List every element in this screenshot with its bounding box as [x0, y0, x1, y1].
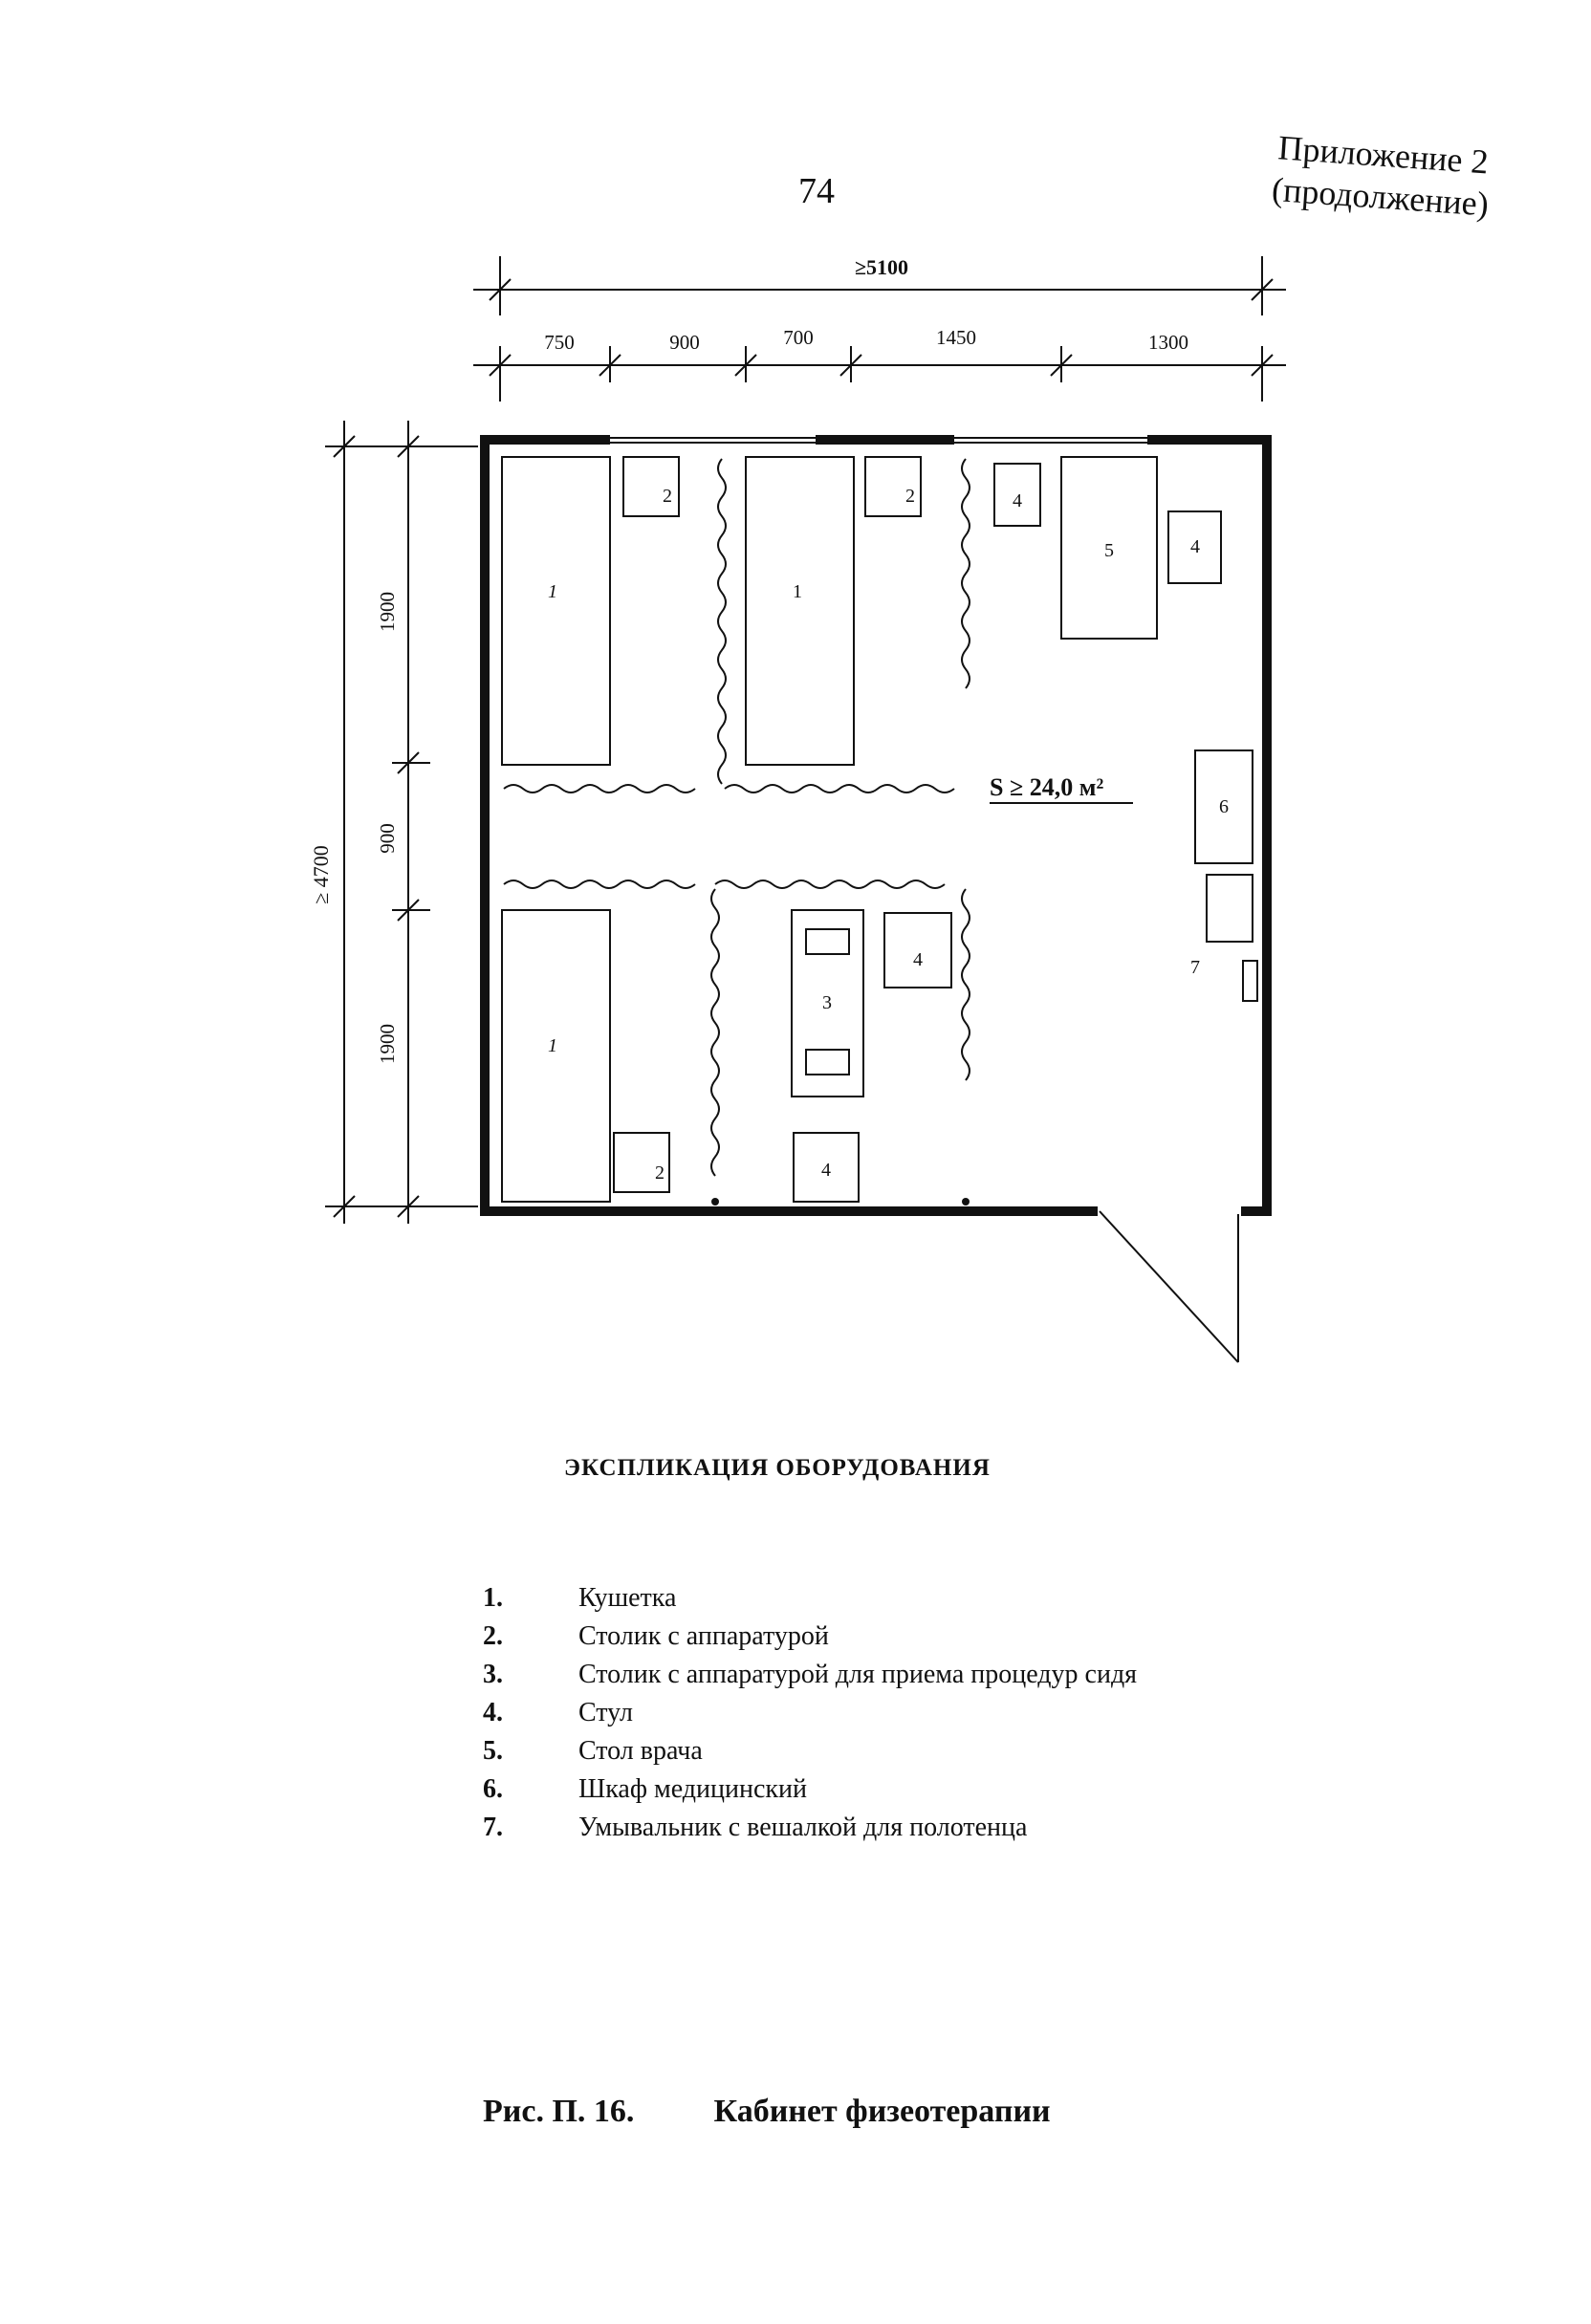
page-number: 74 — [798, 171, 835, 211]
legend-item: 2. Столик с аппаратурой — [483, 1618, 1137, 1656]
chair-bottom — [793, 1132, 860, 1203]
legend-item-number: 2. — [483, 1621, 503, 1651]
label-chair-bottom: 4 — [821, 1160, 831, 1181]
wall-left — [480, 435, 490, 1214]
dim-segment-4: 1450 — [936, 326, 976, 349]
label-table-bottom-left: 2 — [655, 1162, 665, 1184]
figure-caption: Рис. П. 16. Кабинет физеотерапии — [483, 2094, 1051, 2130]
dim-segment-2: 900 — [669, 331, 700, 354]
legend-item-text: Столик с аппаратурой для приема процедур… — [578, 1660, 1138, 1689]
sink — [1206, 874, 1253, 943]
label-sink: 7 — [1190, 957, 1200, 978]
label-chair-top: 4 — [1013, 490, 1022, 511]
dim-segment-3: 700 — [783, 326, 814, 349]
area-label: S ≥ 24,0 м² — [990, 773, 1103, 801]
door-leaf — [1099, 1210, 1239, 1363]
wall-bottom-right — [1241, 1206, 1272, 1216]
dim-height-2: 900 — [376, 823, 399, 854]
label-couch-bottom-left: 1 — [548, 1035, 557, 1056]
curtain-horizontal-mid-bottom — [714, 880, 946, 889]
curtain-horizontal-left-bottom — [503, 880, 696, 889]
dim-segment-1: 750 — [544, 331, 575, 354]
legend-item-text: Умывальник с вешалкой для полотенца — [578, 1813, 1028, 1842]
couch-top-left — [501, 456, 611, 766]
dim-overall-height: ≥ 4700 — [309, 845, 333, 904]
legend-item-number: 5. — [483, 1736, 503, 1766]
legend-item: 5. Стол врача — [483, 1732, 1137, 1770]
figure-title: Кабинет физеотерапии — [713, 2094, 1051, 2129]
dim-segment-5: 1300 — [1148, 331, 1188, 354]
legend-title: ЭКСПЛИКАЦИЯ ОБОРУДОВАНИЯ — [564, 1455, 991, 1481]
equipment-legend: 1. Кушетка 2. Столик с аппаратурой 3. Ст… — [483, 1579, 1137, 1847]
label-desk: 5 — [1104, 540, 1114, 561]
label-couch-top-mid: 1 — [793, 581, 802, 602]
legend-item-text: Шкаф медицинский — [578, 1774, 807, 1804]
curtain-horizontal-left-top — [503, 784, 696, 793]
table-top-mid — [864, 456, 922, 517]
legend-item-number: 4. — [483, 1698, 503, 1727]
wall-top-left — [480, 435, 610, 445]
legend-item-text: Столик с аппаратурой — [578, 1621, 829, 1651]
floor-plan: ≥5100 750 900 700 1450 1300 ≥ 4700 1900 … — [309, 255, 1286, 1363]
legend-item-number: 1. — [483, 1583, 503, 1613]
legend-item: 3. Столик с аппаратурой для приема проце… — [483, 1656, 1137, 1694]
cabinet — [1194, 749, 1253, 864]
table-bottom-left — [613, 1132, 670, 1193]
label-cabinet: 6 — [1219, 796, 1229, 817]
legend-item-number: 3. — [483, 1660, 503, 1689]
chair-mid — [883, 912, 952, 988]
legend-item: 4. Стул — [483, 1694, 1137, 1732]
couch-top-mid — [745, 456, 855, 766]
curtain-vertical-bottom-right — [961, 888, 970, 1081]
doctor-desk — [1060, 456, 1158, 640]
wall-right — [1262, 435, 1272, 1214]
figure-number: Рис. П. 16. — [483, 2094, 635, 2129]
wall-bottom — [480, 1206, 1098, 1216]
legend-item: 1. Кушетка — [483, 1579, 1137, 1618]
chair-desk — [1167, 510, 1222, 584]
couch-bottom-left — [501, 909, 611, 1203]
legend-item-text: Стул — [578, 1698, 633, 1727]
label-table-top-mid: 2 — [905, 486, 915, 507]
curtain-vertical-bottom-left — [710, 888, 720, 1177]
legend-item-number: 6. — [483, 1774, 503, 1804]
seated-procedure-table — [791, 909, 864, 1097]
table-top-left — [622, 456, 680, 517]
dim-overall-width: ≥5100 — [855, 255, 908, 279]
wall-top-right — [1147, 435, 1272, 445]
towel-rail — [1242, 960, 1258, 1002]
dim-height-1: 1900 — [376, 592, 399, 632]
legend-item: 6. Шкаф медицинский — [483, 1770, 1137, 1809]
legend-item-number: 7. — [483, 1813, 503, 1842]
label-couch-top-left: 1 — [548, 581, 557, 602]
curtain-vertical-top-right — [961, 458, 970, 689]
label-chair-mid: 4 — [913, 949, 923, 970]
legend-item-text: Кушетка — [578, 1583, 677, 1613]
dim-height-3: 1900 — [376, 1024, 399, 1064]
chair-top — [993, 463, 1041, 527]
legend-item: 7. Умывальник с вешалкой для полотенца — [483, 1809, 1137, 1847]
curtain-vertical-top-left — [717, 458, 727, 785]
wall-top-mid — [816, 435, 954, 445]
label-seated-table: 3 — [822, 992, 832, 1013]
label-chair-desk: 4 — [1190, 536, 1200, 557]
legend-item-text: Стол врача — [578, 1736, 703, 1766]
label-table-top-left: 2 — [663, 486, 672, 507]
curtain-horizontal-mid-top — [724, 784, 955, 793]
